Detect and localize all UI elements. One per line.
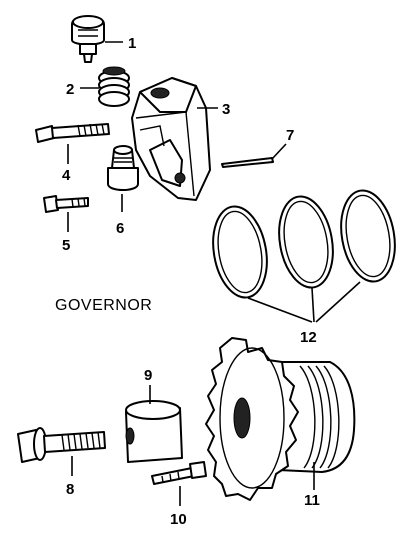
leader-line-12b: [311, 287, 315, 323]
part-8-bolt: [17, 427, 106, 463]
callout-12: 12: [300, 329, 317, 346]
part-5-small-bolt: [43, 195, 89, 213]
part-6-plug: [107, 145, 139, 191]
part-7-pin: [221, 157, 274, 168]
callout-3: 3: [222, 101, 230, 118]
part-1-valve-cap: [71, 15, 105, 63]
part-11-governor-drum: [205, 337, 356, 501]
callout-10: 10: [170, 511, 187, 528]
callout-5: 5: [62, 237, 70, 254]
diagram-title: GOVERNOR: [55, 297, 152, 314]
leader-line-7: [271, 143, 287, 160]
leader-line-12c: [315, 281, 361, 323]
part-2-spring: [98, 66, 130, 107]
callout-2: 2: [66, 81, 74, 98]
callout-1: 1: [128, 35, 136, 52]
callout-4: 4: [62, 167, 71, 184]
part-9-bushing: [125, 400, 183, 463]
callout-11: 11: [304, 492, 320, 509]
part-12-seal-rings: [212, 189, 396, 299]
part-10-screw: [151, 461, 207, 485]
callout-9: 9: [144, 367, 152, 384]
callout-7: 7: [286, 127, 294, 144]
part-4-bolt: [35, 123, 110, 143]
callout-8: 8: [66, 481, 74, 498]
leader-line-12a: [247, 297, 313, 323]
part-3-governor-body: [131, 77, 211, 201]
callout-6: 6: [116, 220, 124, 237]
